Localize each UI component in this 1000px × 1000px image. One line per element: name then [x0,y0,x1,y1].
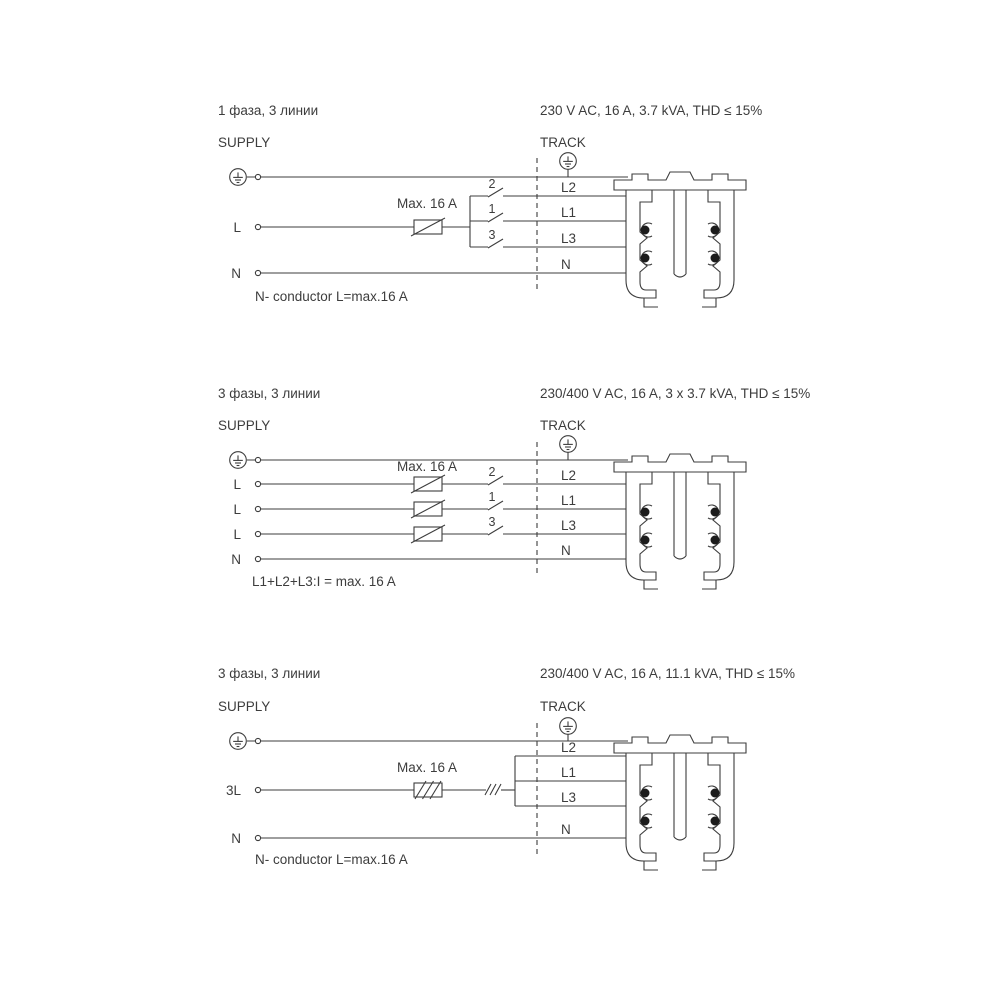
electrical-spec: 230/400 V AC, 16 A, 11.1 kVA, THD ≤ 15% [540,666,795,681]
switch-icon [487,475,504,486]
supply-terminal-label: L [233,477,241,492]
three-pole-switch-icon [484,783,502,796]
wiring-note: N- conductor L=max.16 A [255,289,408,304]
track-line-label: L3 [561,518,576,533]
switch-icon [487,212,504,223]
fuse-icon [410,217,446,237]
switch-number: 1 [489,202,496,216]
track-line-label: L1 [561,765,576,780]
terminal-icon [254,786,262,794]
pe-ground-icon [559,152,577,170]
fuse-icon [413,780,443,800]
switch-number: 2 [489,465,496,479]
switch-number: 3 [489,228,496,242]
track-line-label: N [561,822,571,837]
fuse-rating-label: Max. 16 A [397,760,457,775]
switch-icon [487,500,504,511]
track-line-label: L1 [561,493,576,508]
wiring-note: L1+L2+L3:I = max. 16 A [252,574,396,589]
pe-ground-icon [229,168,247,186]
terminal-icon [254,737,262,745]
supply-label: SUPPLY [218,699,270,714]
track-label: TRACK [540,418,586,433]
track-line-label: N [561,257,571,272]
fuse-icon [410,524,446,544]
terminal-icon [254,480,262,488]
supply-label: SUPPLY [218,135,270,150]
track-line-label: N [561,543,571,558]
pe-ground-icon [559,717,577,735]
phase-config-title: 1 фаза, 3 линии [218,103,318,118]
switch-number: 3 [489,515,496,529]
terminal-icon [254,505,262,513]
supply-terminal-label: N [231,831,241,846]
supply-terminal-label: L [233,502,241,517]
track-label: TRACK [540,135,586,150]
terminal-icon [254,834,262,842]
terminal-icon [254,530,262,538]
terminal-icon [254,269,262,277]
circuit-graphics [229,435,747,590]
switch-number: 2 [489,177,496,191]
supply-terminal-label: 3L [226,783,242,798]
circuit-graphics [229,152,747,308]
switch-icon [487,525,504,536]
supply-terminal-label: L [233,220,241,235]
fuse-icon [410,499,446,519]
pe-ground-icon [559,435,577,453]
electrical-spec: 230/400 V AC, 16 A, 3 x 3.7 kVA, THD ≤ 1… [540,386,810,401]
supply-terminal-label: L [233,527,241,542]
track-line-label: L2 [561,740,576,755]
track-line-label: L3 [561,790,576,805]
track-cross-section [613,734,747,871]
diagram-3: 3 фазы, 3 линии 230/400 V AC, 16 A, 11.1… [218,666,795,871]
supply-label: SUPPLY [218,418,270,433]
track-cross-section [613,453,747,590]
fuse-icon [410,474,446,494]
diagram-1: 1 фаза, 3 линии 230 V AC, 16 A, 3.7 kVA,… [218,103,762,308]
phase-config-title: 3 фазы, 3 линии [218,666,320,681]
wiring-note: N- conductor L=max.16 A [255,852,408,867]
track-cross-section [613,171,747,308]
phase-config-title: 3 фазы, 3 линии [218,386,320,401]
circuit-graphics [229,717,747,871]
switch-icon [487,238,504,249]
track-label: TRACK [540,699,586,714]
pe-ground-icon [229,732,247,750]
supply-terminal-label: N [231,266,241,281]
terminal-icon [254,173,262,181]
track-line-label: L3 [561,231,576,246]
fuse-rating-label: Max. 16 A [397,459,457,474]
supply-terminal-label: N [231,552,241,567]
terminal-icon [254,456,262,464]
terminal-icon [254,223,262,231]
terminal-icon [254,555,262,563]
track-line-label: L2 [561,180,576,195]
track-line-label: L1 [561,205,576,220]
switch-number: 1 [489,490,496,504]
switch-icon [487,187,504,198]
track-line-label: L2 [561,468,576,483]
fuse-rating-label: Max. 16 A [397,196,457,211]
electrical-spec: 230 V AC, 16 A, 3.7 kVA, THD ≤ 15% [540,103,762,118]
diagram-2: 3 фазы, 3 линии 230/400 V AC, 16 A, 3 x … [218,386,810,590]
pe-ground-icon [229,451,247,469]
